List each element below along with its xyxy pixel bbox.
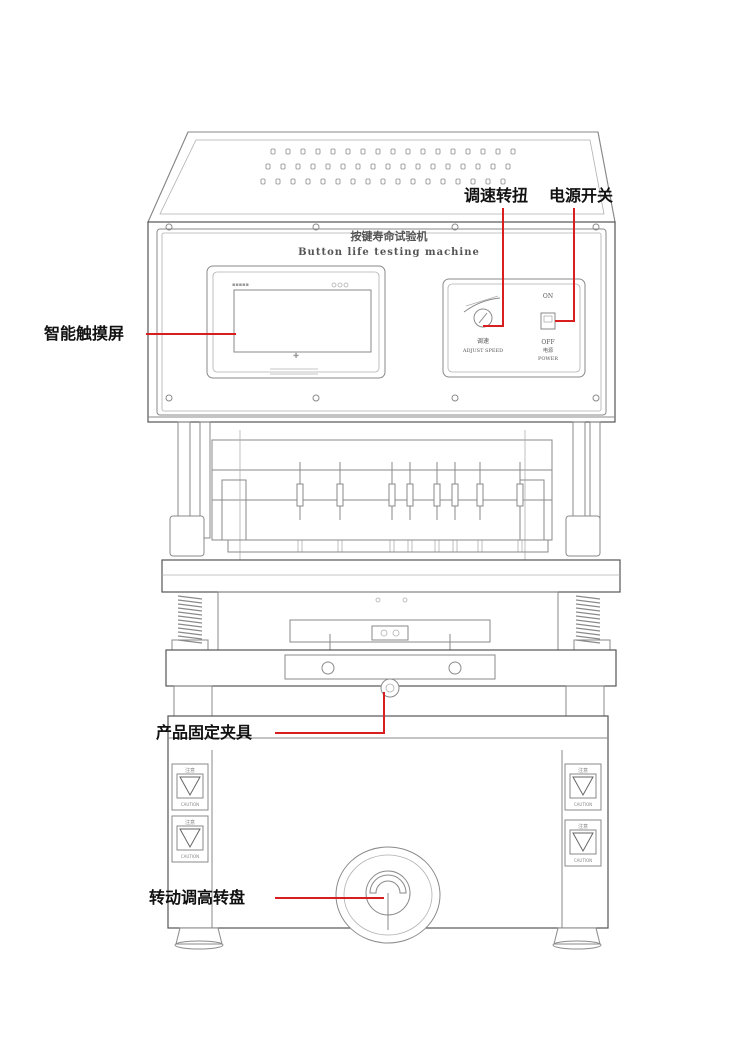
machine-title-cn: 按键寿命试验机 [351, 229, 428, 243]
middle-plate [161, 559, 621, 593]
knob-label-cn: 调速 [477, 337, 489, 345]
base-cabinet: 注意 CAUTION 注意 CAUTION 注意 CAUTION 注意 CAUTION [167, 715, 609, 950]
top-cabinet: 按键寿命试验机 Button life testing machine ▪▪▪▪… [147, 131, 616, 423]
knob-label-en: ADJUST SPEED [462, 348, 503, 354]
switch-off-label: OFF [541, 339, 554, 346]
svg-text:注意: 注意 [578, 823, 588, 830]
callout-height-wheel: 转动调高转盘 [149, 888, 246, 907]
callout-lines [146, 208, 575, 899]
switch-label-en: POWER [538, 356, 558, 362]
svg-text:注意: 注意 [185, 819, 195, 826]
callout-power-switch: 电源开关 [549, 186, 614, 205]
switch-label-cn: 电源 [543, 347, 553, 354]
machine-title-en: Button life testing machine [298, 247, 480, 258]
power-switch-icon [540, 312, 556, 330]
spring-section [165, 591, 617, 717]
callout-speed-knob: 调速转扭 [464, 186, 529, 205]
vent-holes [260, 148, 516, 185]
touch-screen-display [233, 289, 372, 353]
control-panel [442, 278, 586, 378]
test-rods [296, 462, 524, 553]
svg-text:CAUTION: CAUTION [574, 858, 592, 863]
svg-text:注意: 注意 [578, 767, 588, 774]
warning-labels: 注意 CAUTION 注意 CAUTION 注意 CAUTION 注意 CAUTION [171, 763, 602, 867]
cabinet-top-surface [147, 131, 616, 223]
svg-text:CAUTION: CAUTION [181, 802, 199, 807]
svg-text:注意: 注意 [185, 767, 195, 774]
svg-text:✚: ✚ [293, 352, 299, 360]
callout-product-fixture: 产品固定夹具 [156, 723, 253, 742]
callout-touch-screen: 智能触摸屏 [44, 324, 125, 343]
callout-line-speed-knob [483, 208, 504, 327]
fixture-top-bar [289, 619, 491, 643]
upper-mechanism [161, 421, 621, 593]
callout-line-product-fixture [275, 692, 385, 734]
svg-text:CAUTION: CAUTION [181, 854, 199, 859]
callout-line-power-switch [555, 208, 575, 322]
svg-text:CAUTION: CAUTION [574, 802, 592, 807]
screen-bezel [206, 265, 386, 379]
switch-on-label: ON [543, 293, 553, 300]
svg-text:▪▪▪▪▪: ▪▪▪▪▪ [232, 282, 249, 288]
fixture-knob-icon [380, 678, 400, 698]
